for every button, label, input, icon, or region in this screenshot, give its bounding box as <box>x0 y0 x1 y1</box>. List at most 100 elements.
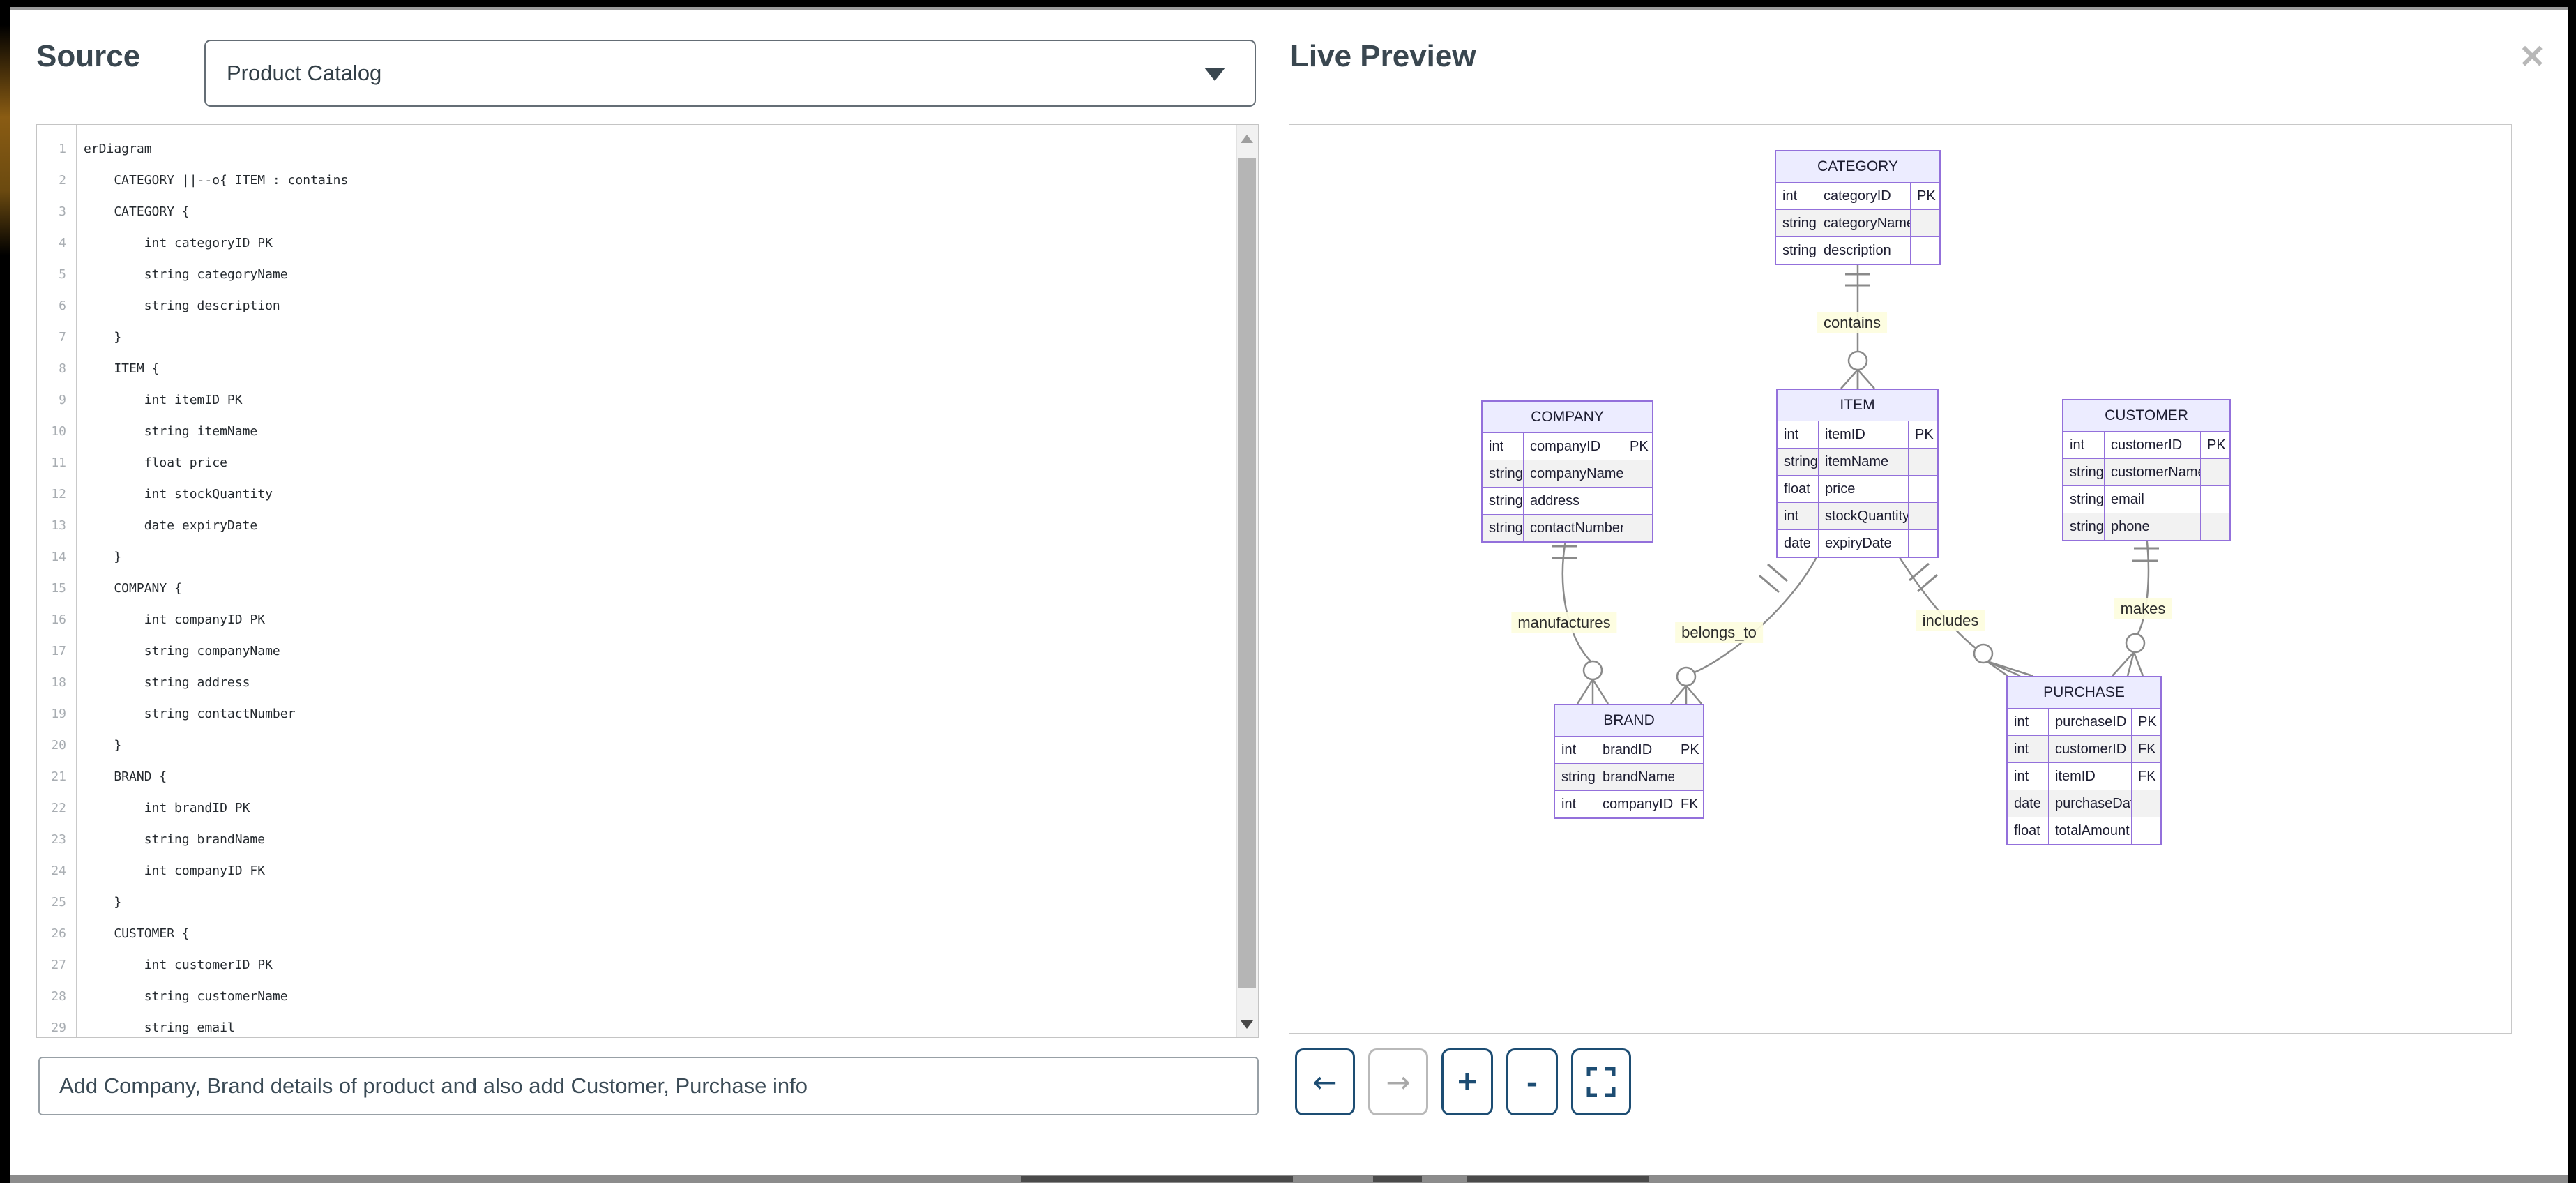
code-line: 16 int companyID PK <box>37 604 1237 635</box>
code-line: 19 string contactNumber <box>37 698 1237 730</box>
line-number: 7 <box>59 330 66 345</box>
attribute-key: PK <box>2200 431 2229 458</box>
line-number: 6 <box>59 299 66 313</box>
background-page-strip <box>10 1175 2568 1183</box>
line-text: float price <box>84 455 227 470</box>
code-line: 2 CATEGORY ||--o{ ITEM : contains <box>37 165 1237 196</box>
line-number: 27 <box>51 958 66 972</box>
preview-toolbar: ← → + - <box>1295 1048 1631 1115</box>
prompt-input[interactable] <box>38 1057 1259 1115</box>
attribute-type: float <box>2008 817 2048 844</box>
line-number: 10 <box>51 424 66 439</box>
line-number: 21 <box>51 769 66 784</box>
line-number: 19 <box>51 707 66 721</box>
line-text: } <box>84 330 122 345</box>
attribute-type: string <box>2063 513 2104 540</box>
editor-scrollbar[interactable] <box>1236 125 1258 1037</box>
attribute-key: FK <box>1674 790 1703 817</box>
attribute-key: PK <box>1623 432 1652 460</box>
code-line: 29 string email <box>37 1012 1237 1037</box>
attribute-key: PK <box>1674 736 1703 763</box>
line-number: 18 <box>51 675 66 690</box>
attribute-type: string <box>2063 458 2104 485</box>
attribute-type: int <box>1555 790 1596 817</box>
attribute-name: address <box>1523 487 1623 514</box>
line-number: 2 <box>59 173 66 188</box>
attribute-type: int <box>1483 432 1523 460</box>
code-line: 26 CUSTOMER { <box>37 918 1237 949</box>
code-line: 7 } <box>37 322 1237 353</box>
entity-title: BRAND <box>1555 705 1703 736</box>
attribute-key <box>1674 763 1703 790</box>
source-select-value: Product Catalog <box>227 61 382 85</box>
attribute-key <box>1908 448 1937 475</box>
scroll-down-icon[interactable] <box>1241 1020 1253 1029</box>
line-text: string description <box>84 299 280 313</box>
line-text: erDiagram <box>84 142 152 156</box>
entity-title: CUSTOMER <box>2063 400 2229 431</box>
attribute-key <box>2131 790 2160 817</box>
attribute-key: PK <box>2131 708 2160 735</box>
line-text: int brandID PK <box>84 801 250 815</box>
attribute-name: brandName <box>1596 763 1674 790</box>
attribute-name: itemID <box>2048 762 2131 790</box>
code-line: 9 int itemID PK <box>37 384 1237 416</box>
attribute-type: date <box>1778 529 1818 557</box>
attribute-key: FK <box>2131 735 2160 762</box>
line-number: 1 <box>59 142 66 156</box>
attribute-name: contactNumber <box>1523 514 1623 541</box>
code-line: 18 string address <box>37 667 1237 698</box>
code-line: 5 string categoryName <box>37 259 1237 290</box>
line-text: int stockQuantity <box>84 487 273 502</box>
line-text: string email <box>84 1020 235 1035</box>
line-text: CUSTOMER { <box>84 926 190 941</box>
attribute-key <box>2131 817 2160 844</box>
source-label: Source <box>36 39 141 73</box>
attribute-key <box>1623 514 1652 541</box>
code-line: 24 int companyID FK <box>37 855 1237 887</box>
line-number: 20 <box>51 738 66 753</box>
line-text: date expiryDate <box>84 518 258 533</box>
source-select-dropdown[interactable]: Product Catalog <box>204 40 1256 107</box>
close-icon[interactable]: ✕ <box>2519 38 2546 75</box>
attribute-key <box>2200 485 2229 513</box>
attribute-type: string <box>1778 448 1818 475</box>
redo-button[interactable]: → <box>1368 1048 1428 1115</box>
line-text: } <box>84 895 122 910</box>
zoom-out-button[interactable]: - <box>1506 1048 1558 1115</box>
code-line: 4 int categoryID PK <box>37 227 1237 259</box>
code-editor[interactable]: 1 erDiagram 2 CATEGORY ||--o{ ITEM : conta… <box>36 124 1259 1038</box>
line-text: } <box>84 738 122 753</box>
scrollbar-thumb[interactable] <box>1238 158 1256 988</box>
attribute-key <box>1910 236 1939 264</box>
code-line: 3 CATEGORY { <box>37 196 1237 227</box>
line-text: string brandName <box>84 832 266 847</box>
attribute-name: itemName <box>1818 448 1908 475</box>
line-text: string itemName <box>84 424 258 439</box>
zoom-in-button[interactable]: + <box>1441 1048 1493 1115</box>
line-number: 11 <box>51 455 66 470</box>
fullscreen-button[interactable] <box>1571 1048 1631 1115</box>
undo-button[interactable]: ← <box>1295 1048 1355 1115</box>
minus-icon: - <box>1526 1063 1538 1101</box>
scroll-up-icon[interactable] <box>1241 135 1253 143</box>
attribute-name: brandID <box>1596 736 1674 763</box>
attribute-name: purchaseDate <box>2048 790 2131 817</box>
attribute-key <box>1623 487 1652 514</box>
code-line: 8 ITEM { <box>37 353 1237 384</box>
